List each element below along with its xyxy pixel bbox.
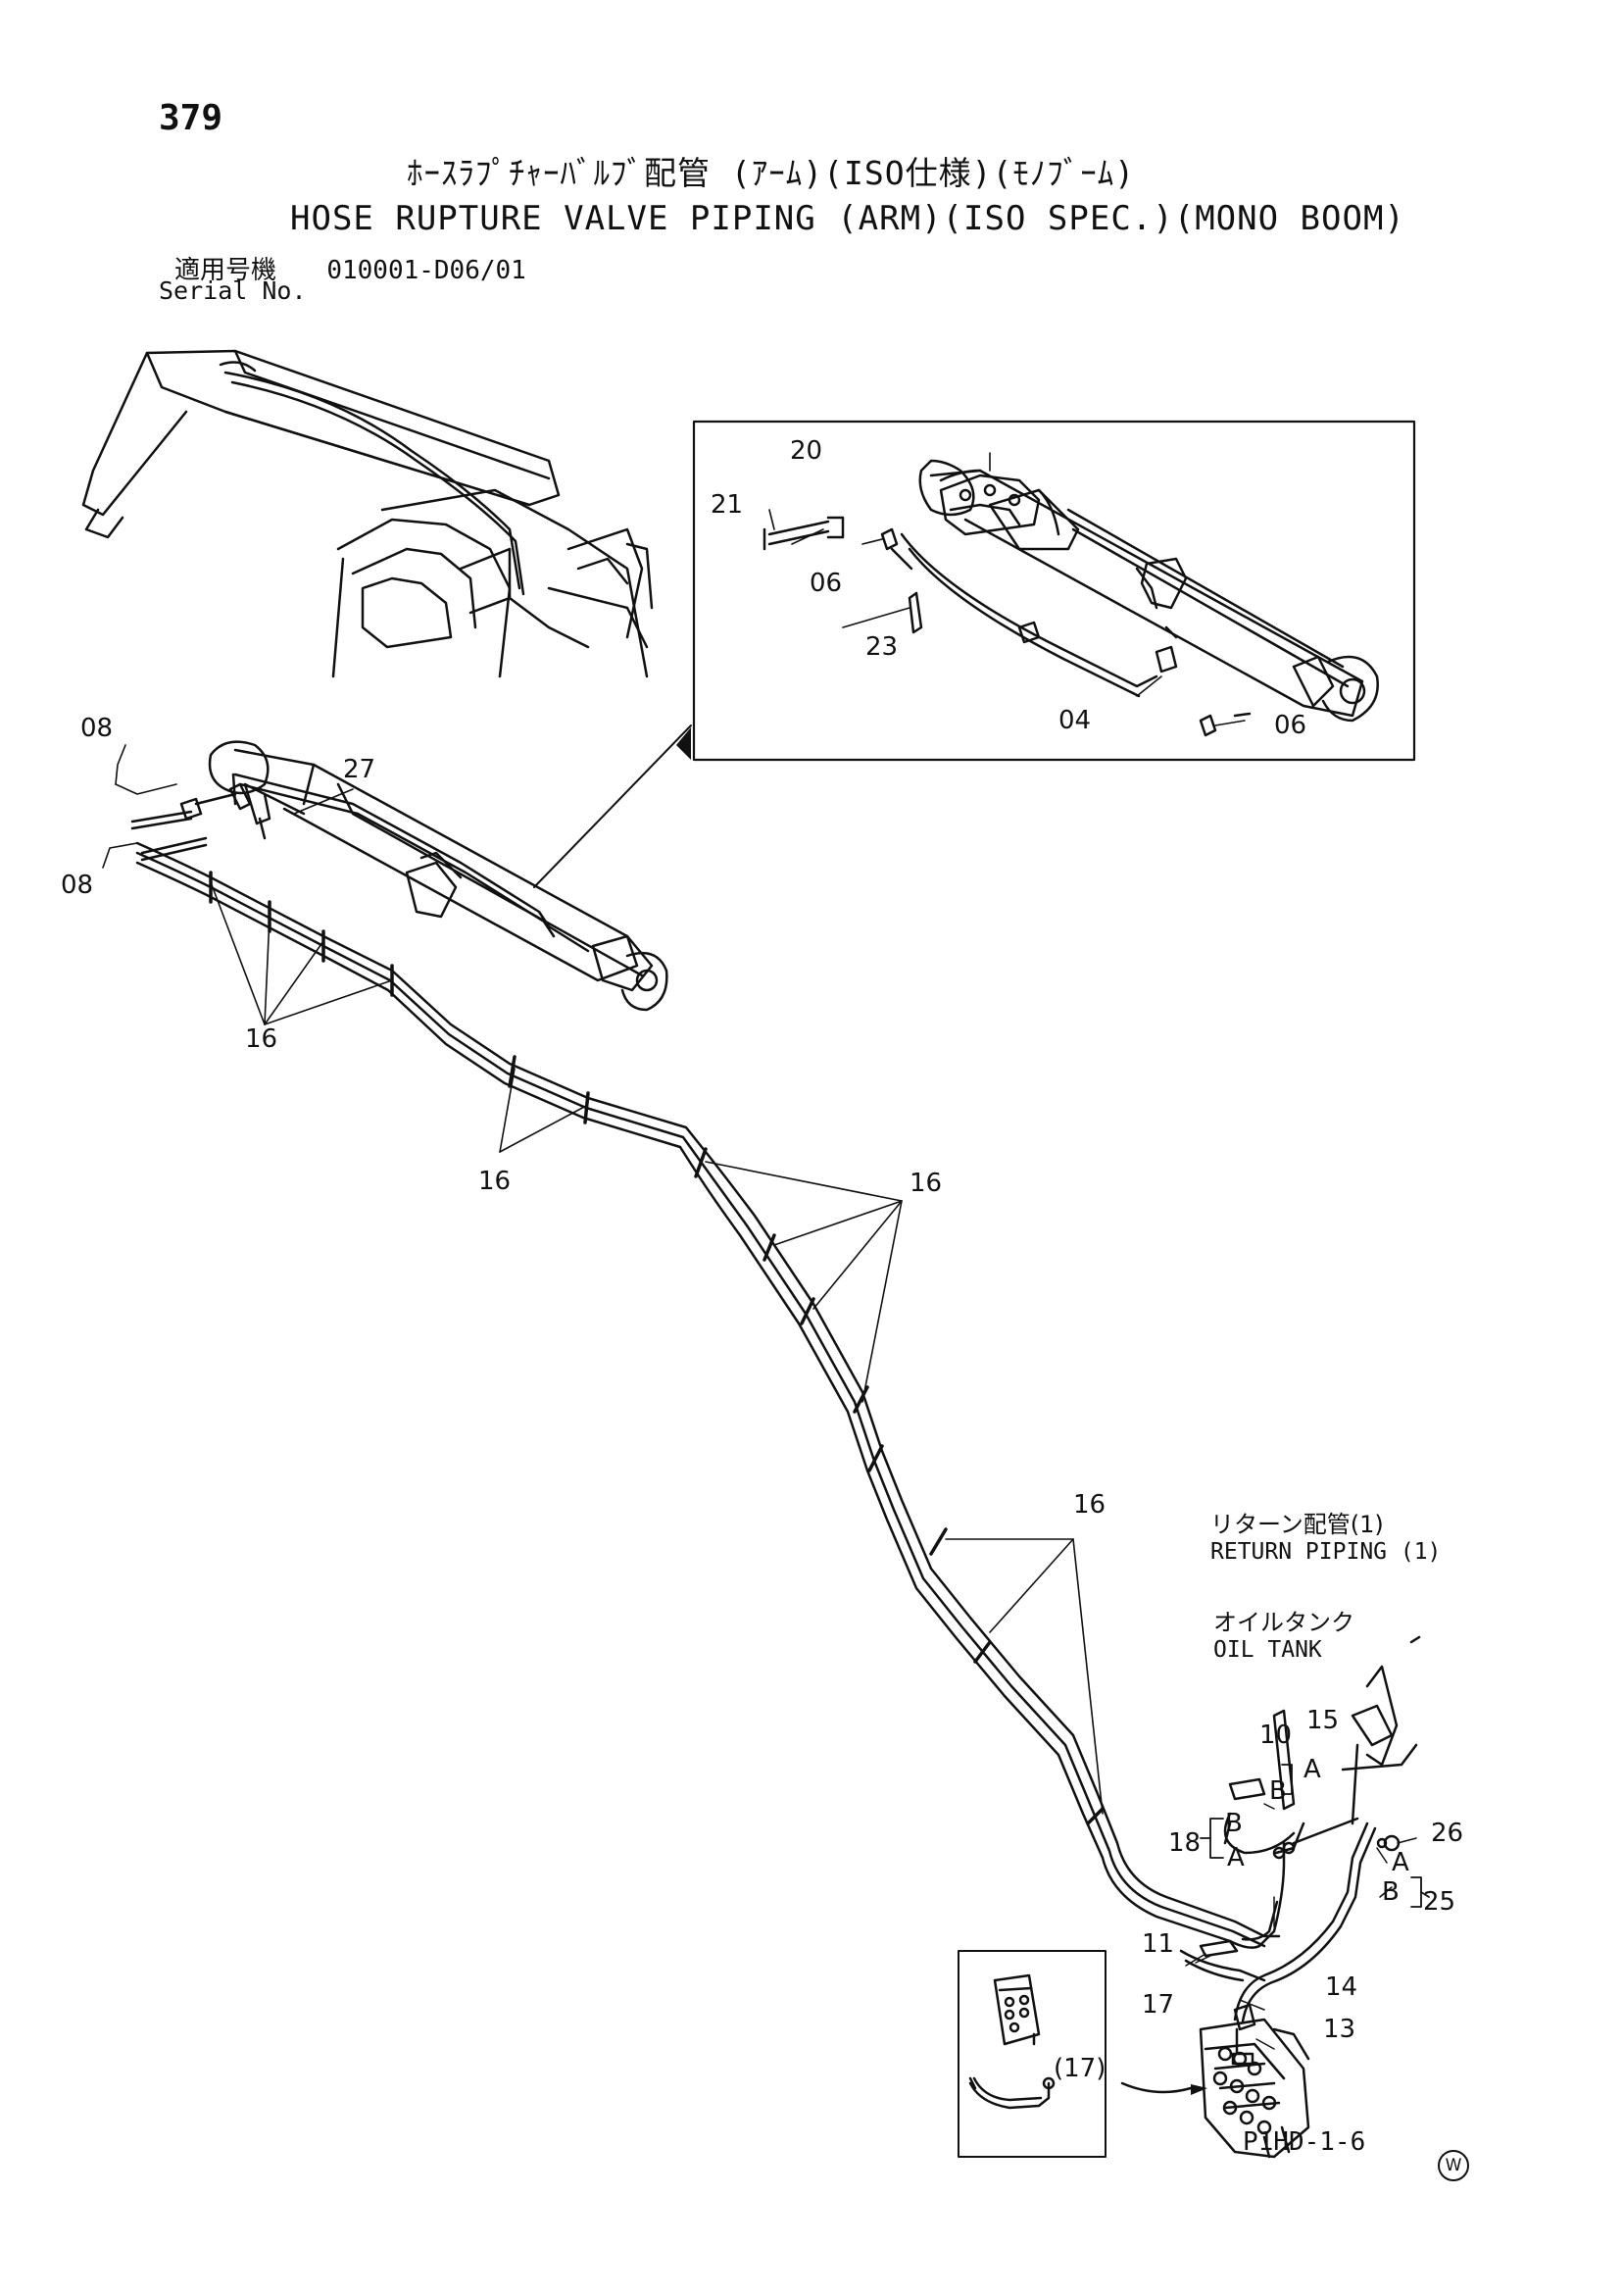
- callout-10: 10: [1259, 1721, 1293, 1750]
- callout-21: 21: [711, 490, 744, 520]
- leader-lines: [102, 452, 1246, 1815]
- drawing-code: P1HD-1-6: [1243, 2127, 1366, 2157]
- serial-label-en: Serial No.: [159, 276, 307, 305]
- excavator-overview-illustration: [81, 349, 654, 678]
- mark-letter: W: [1445, 2156, 1462, 2175]
- callout-11: 11: [1142, 1929, 1175, 1959]
- callout-14: 14: [1325, 1972, 1358, 2002]
- title-english: HOSE RUPTURE VALVE PIPING (ARM)(ISO SPEC…: [290, 199, 1405, 238]
- callout-27: 27: [343, 755, 376, 784]
- callout-26: 26: [1431, 1819, 1464, 1848]
- callout-20: 20: [790, 436, 823, 466]
- title-japanese: ﾎｰｽﾗﾌﾟﾁｬｰﾊﾞﾙﾌﾞ配管 (ｱｰﾑ)(ISO仕様)(ﾓﾉﾌﾞｰﾑ): [407, 154, 1136, 192]
- control-valve-illustration: [1120, 2018, 1310, 2159]
- port-a-10: A: [1303, 1755, 1321, 1784]
- callout-15: 15: [1306, 1706, 1340, 1735]
- serial-value: 010001-D06/01: [326, 256, 526, 285]
- port-a-18: A: [1227, 1843, 1245, 1872]
- page-number: 379: [159, 98, 223, 138]
- oil-tank-connection-illustration: [1179, 1635, 1421, 2066]
- hose-clamps: [209, 871, 1105, 1825]
- circled-w-mark: W: [1438, 2150, 1469, 2181]
- callout-16-d: 16: [1073, 1490, 1107, 1520]
- callout-25: 25: [1423, 1887, 1456, 1917]
- callout-06-lower: 06: [1274, 711, 1307, 740]
- oil-tank-note-en: OIL TANK: [1213, 1637, 1322, 1663]
- serial-line: 適用号機 010001-D06/01: [174, 250, 526, 286]
- serial-label-jp: 適用号機: [174, 256, 277, 285]
- callout-17: 17: [1142, 1990, 1175, 2020]
- inset-frame: [958, 1950, 1107, 2158]
- port-b-25: B: [1382, 1877, 1400, 1907]
- callout-23: 23: [865, 632, 899, 662]
- port-b-10: B: [1269, 1776, 1287, 1806]
- callout-13: 13: [1323, 2015, 1356, 2044]
- arm-cylinder-illustration: [130, 740, 668, 1012]
- detail-frame: [692, 420, 1416, 762]
- callout-08-lower: 08: [61, 871, 94, 900]
- return-piping-note-jp: リターン配管(1): [1210, 1511, 1384, 1538]
- hose-run: [135, 841, 1286, 1949]
- callout-17-ref: (17): [1054, 2054, 1107, 2083]
- callout-06: 06: [810, 569, 843, 598]
- inset-illustration: [968, 1973, 1056, 2110]
- port-a-25: A: [1392, 1848, 1409, 1877]
- callout-16-a: 16: [245, 1024, 278, 1054]
- callout-04: 04: [1058, 706, 1092, 735]
- callout-08-upper: 08: [80, 714, 114, 743]
- return-piping-note-en: RETURN PIPING (1): [1210, 1539, 1442, 1565]
- callout-18: 18: [1168, 1828, 1202, 1858]
- callout-16-c: 16: [910, 1169, 943, 1198]
- callout-16-b: 16: [478, 1167, 512, 1196]
- port-b-18: B: [1225, 1809, 1243, 1838]
- oil-tank-note-jp: オイルタンク: [1213, 1609, 1354, 1636]
- detail-pointer-arrow: [676, 727, 691, 760]
- detail-view-illustration: [762, 459, 1379, 737]
